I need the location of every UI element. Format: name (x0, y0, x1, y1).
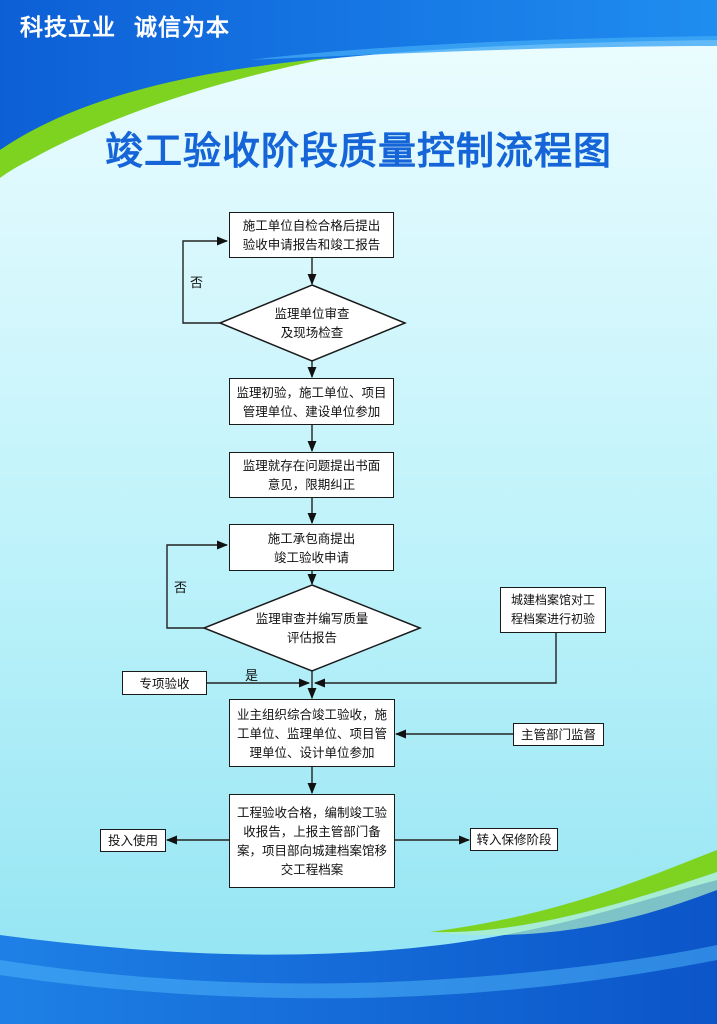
decision1-diamond (218, 284, 407, 362)
step4-box: 施工承包商提出 竣工验收申请 (229, 524, 394, 571)
step1-box: 施工单位自检合格后提出 验收申请报告和竣工报告 (229, 212, 394, 258)
decision2-label: 监理审查并编写质量 评估报告 (255, 611, 369, 645)
put-into-use-box: 投入使用 (100, 829, 166, 852)
step2-box: 监理初验，施工单位、项目 管理单位、建设单位参加 (229, 378, 394, 425)
yes-label: 是 (245, 669, 259, 684)
step6-box: 工程验收合格，编制竣工验 收报告，上报主管部门备 案，项目部向城建档案馆移 交工… (229, 794, 395, 888)
loop-no-1 (182, 236, 229, 324)
special-acceptance-box: 专项验收 (122, 671, 207, 695)
step3-box: 监理就存在问题提出书面 意见，限期纠正 (229, 452, 394, 498)
slogan: 科技立业 诚信为本 (20, 15, 231, 41)
page-title: 竣工验收阶段质量控制流程图 (104, 129, 612, 173)
arrow-archive-check (313, 632, 557, 688)
warranty-box: 转入保修阶段 (470, 828, 558, 851)
loop-no-2 (166, 540, 229, 629)
step5-box: 业主组织综合竣工验收，施 工单位、监理单位、项目管 理单位、设计单位参加 (229, 699, 395, 767)
supervision-box: 主管部门监督 (513, 723, 604, 746)
no-label-1: 否 (190, 276, 204, 291)
archive-check-box: 城建档案馆对工 程档案进行初验 (500, 587, 606, 633)
decision2-diamond (201, 584, 423, 672)
no-label-2: 否 (174, 581, 188, 596)
decision1-label: 监理单位审查 及现场检查 (274, 306, 350, 340)
